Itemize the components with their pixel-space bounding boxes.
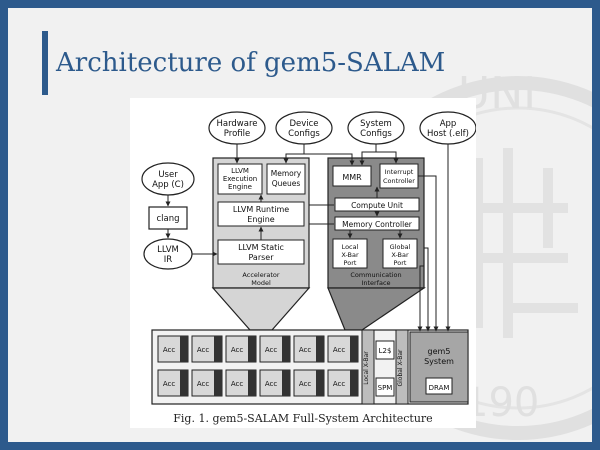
accelerator-label: Acc bbox=[299, 380, 312, 388]
hardware-profile-node: Hardware Profile bbox=[208, 111, 266, 145]
accelerator-unit: Acc bbox=[259, 335, 291, 363]
accelerator-label: Acc bbox=[299, 346, 312, 354]
accelerator-unit: Acc bbox=[293, 369, 325, 397]
architecture-figure: Hardware Profile Device Configs System C… bbox=[130, 98, 477, 428]
app-host-node: App Host (.elf) bbox=[419, 111, 477, 145]
accelerator-unit: Acc bbox=[293, 335, 325, 363]
svg-text:User: User bbox=[158, 170, 178, 180]
svg-text:Port: Port bbox=[394, 259, 407, 267]
slide: UNI 190 Architecture of gem5-SALAM Hardw… bbox=[8, 8, 592, 442]
svg-text:Execution: Execution bbox=[223, 175, 257, 183]
svg-text:IR: IR bbox=[164, 255, 173, 265]
accelerator-unit: Acc bbox=[191, 369, 223, 397]
accelerator-label: Acc bbox=[265, 346, 278, 354]
svg-text:LLVM Static: LLVM Static bbox=[238, 243, 284, 252]
svg-text:Parser: Parser bbox=[248, 253, 274, 262]
svg-text:clang: clang bbox=[156, 214, 179, 224]
svg-text:Engine: Engine bbox=[247, 215, 274, 224]
svg-text:Memory Controller: Memory Controller bbox=[342, 220, 413, 229]
svg-text:LLVM: LLVM bbox=[157, 245, 179, 255]
accelerator-model-block: LLVM Execution Engine Memory Queues LLVM… bbox=[211, 157, 311, 331]
communication-interface-block: MMR Interrupt Controller Compute Unit Me… bbox=[327, 157, 426, 331]
svg-text:Local: Local bbox=[342, 243, 359, 251]
system-configs-node: System Configs bbox=[347, 111, 405, 145]
svg-text:X-Bar: X-Bar bbox=[391, 251, 409, 259]
accelerator-label: Acc bbox=[197, 346, 210, 354]
svg-text:Global: Global bbox=[390, 243, 411, 251]
svg-text:Compute Unit: Compute Unit bbox=[351, 201, 403, 210]
svg-text:Host (.elf): Host (.elf) bbox=[427, 129, 469, 139]
svg-text:Queues: Queues bbox=[272, 179, 301, 188]
svg-text:Hardware: Hardware bbox=[216, 119, 257, 129]
svg-text:App: App bbox=[440, 119, 457, 129]
svg-text:Device: Device bbox=[289, 119, 318, 129]
accelerator-label: Acc bbox=[197, 380, 210, 388]
accelerator-label: Acc bbox=[231, 346, 244, 354]
accelerator-label: Acc bbox=[333, 380, 346, 388]
svg-text:Controller: Controller bbox=[383, 177, 415, 185]
accelerator-label: Acc bbox=[231, 380, 244, 388]
svg-text:Accelerator: Accelerator bbox=[242, 271, 279, 279]
svg-text:Memory: Memory bbox=[271, 169, 302, 178]
accelerator-unit: Acc bbox=[327, 335, 359, 363]
figure-caption: Fig. 1. gem5-SALAM Full-System Architect… bbox=[173, 412, 433, 425]
accelerator-unit: Acc bbox=[327, 369, 359, 397]
device-configs-node: Device Configs bbox=[275, 111, 333, 145]
svg-text:Interrupt: Interrupt bbox=[385, 168, 414, 176]
svg-text:Configs: Configs bbox=[288, 129, 320, 139]
svg-text:DRAM: DRAM bbox=[429, 384, 450, 392]
user-app-node: User App (C) bbox=[141, 162, 195, 196]
svg-text:LLVM Runtime: LLVM Runtime bbox=[233, 205, 289, 214]
svg-text:System: System bbox=[424, 357, 454, 366]
svg-text:Port: Port bbox=[344, 259, 357, 267]
svg-text:LLVM: LLVM bbox=[231, 167, 249, 175]
svg-text:gem5: gem5 bbox=[428, 347, 451, 356]
accelerator-unit: Acc bbox=[225, 369, 257, 397]
accelerator-unit: Acc bbox=[157, 335, 189, 363]
llvm-ir-node: LLVM IR bbox=[143, 238, 193, 270]
svg-text:X-Bar: X-Bar bbox=[341, 251, 359, 259]
title-accent-bar bbox=[42, 31, 48, 95]
accelerator-label: Acc bbox=[163, 346, 176, 354]
clang-node: clang bbox=[148, 206, 188, 230]
svg-text:Communication: Communication bbox=[350, 271, 401, 279]
svg-text:Profile: Profile bbox=[224, 129, 250, 139]
svg-text:Local X-Bar: Local X-Bar bbox=[363, 351, 370, 385]
svg-text:App (C): App (C) bbox=[152, 180, 184, 190]
flow-arrows bbox=[165, 144, 451, 332]
svg-text:Configs: Configs bbox=[360, 129, 392, 139]
architecture-diagram: Hardware Profile Device Configs System C… bbox=[141, 111, 477, 405]
svg-text:MMR: MMR bbox=[342, 173, 362, 182]
svg-text:Model: Model bbox=[251, 279, 271, 287]
svg-text:SPM: SPM bbox=[378, 384, 393, 392]
accelerator-label: Acc bbox=[333, 346, 346, 354]
accelerator-label: Acc bbox=[265, 380, 278, 388]
svg-text:L2$: L2$ bbox=[379, 347, 392, 355]
accelerator-unit: Acc bbox=[259, 369, 291, 397]
slide-title: Architecture of gem5-SALAM bbox=[56, 48, 446, 78]
accelerator-unit: Acc bbox=[225, 335, 257, 363]
svg-text:System: System bbox=[360, 119, 392, 129]
accelerator-unit: Acc bbox=[191, 335, 223, 363]
svg-text:Engine: Engine bbox=[228, 183, 252, 191]
svg-text:Interface: Interface bbox=[361, 279, 390, 287]
accelerator-label: Acc bbox=[163, 380, 176, 388]
svg-text:Global X-Bar: Global X-Bar bbox=[397, 349, 404, 387]
accelerator-unit: Acc bbox=[157, 369, 189, 397]
